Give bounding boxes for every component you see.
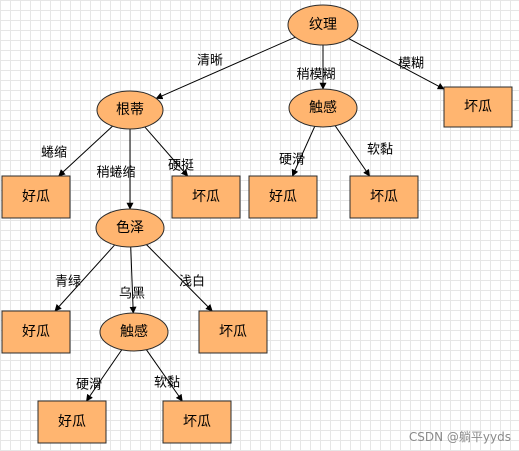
edge-label: 软黏 [154,375,180,391]
node-label: 根蒂 [116,102,144,118]
node-box [162,400,232,444]
leaf-node: 好瓜 [37,400,107,444]
edge-arrow [146,244,213,312]
leaf-node: 好瓜 [1,310,71,354]
edge-arrow [334,125,371,177]
edge-label: 硬滑 [279,153,305,168]
edge-label: 清晰 [197,54,223,69]
edge-arrow [86,349,123,402]
node-label: 纹理 [309,17,337,33]
node-ellipse [287,4,359,46]
node-ellipse [96,90,164,130]
edge-arrow [58,125,113,177]
leaf-node: 好瓜 [248,175,318,219]
edge-label: 浅白 [179,274,205,290]
decision-node: 纹理 [287,4,359,46]
node-label: 好瓜 [22,324,50,340]
node-label: 坏瓜 [464,99,492,115]
edge-label: 模糊 [398,56,424,72]
node-box [1,175,71,219]
edge-label: 硬挺 [168,159,194,174]
node-box [198,310,268,354]
edge-arrow [54,244,116,312]
edge-label: 乌黑 [119,286,145,302]
node-label: 坏瓜 [192,189,220,205]
node-label: 好瓜 [58,414,86,430]
edge-label: 硬滑 [76,378,102,393]
decision-node: 触感 [288,88,358,128]
edge-arrow [155,36,296,100]
edge-arrow [144,126,189,177]
node-ellipse [99,312,169,352]
node-label: 坏瓜 [370,189,398,205]
edge-arrow [348,38,445,90]
leaf-node: 坏瓜 [198,310,268,354]
node-label: 好瓜 [269,189,297,205]
node-label: 坏瓜 [219,324,247,340]
node-label: 色泽 [116,219,144,236]
node-label: 触感 [309,99,337,116]
edge-label: 稍模糊 [296,67,335,83]
decision-node: 触感 [99,312,169,352]
node-box [1,310,71,354]
leaf-node: 坏瓜 [443,86,513,128]
node-ellipse [288,88,358,128]
edge-arrow [291,126,316,177]
edge-label: 青绿 [55,275,81,290]
node-box [443,86,513,128]
leaf-node: 坏瓜 [349,175,419,219]
node-ellipse [95,208,165,248]
node-label: 好瓜 [22,189,50,205]
node-box [349,175,419,219]
leaf-node: 好瓜 [1,175,71,219]
node-box [171,175,241,219]
edge-arrow [145,349,183,402]
node-box [37,400,107,444]
decision-node: 色泽 [95,208,165,248]
node-box [248,175,318,219]
leaf-node: 坏瓜 [171,175,241,219]
decision-node: 根蒂 [96,90,164,130]
edge-arrow [129,246,137,314]
watermark: CSDN @躺平yyds [408,430,511,444]
node-label: 触感 [120,323,148,340]
edge-label: 蜷缩 [41,145,67,161]
leaf-node: 坏瓜 [162,400,232,444]
node-label: 坏瓜 [183,414,211,430]
edge-label: 软黏 [367,142,393,158]
edge-label: 稍蜷缩 [96,165,135,181]
